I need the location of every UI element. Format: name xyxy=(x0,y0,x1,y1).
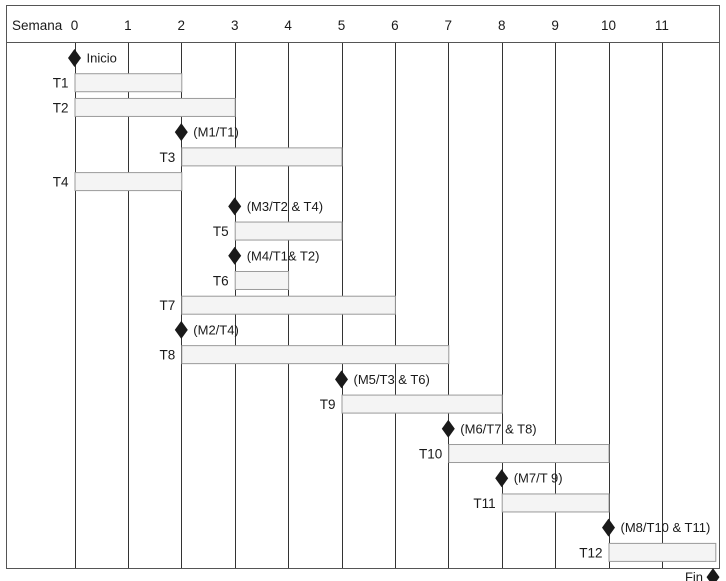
task-label-t4: T4 xyxy=(53,175,69,190)
milestone-diamond-0 xyxy=(68,49,81,67)
milestone-label-21: Fin xyxy=(685,570,703,581)
chart-frame xyxy=(6,5,720,569)
task-bar-t10 xyxy=(448,444,610,464)
task-bar-t2 xyxy=(74,97,236,117)
tick-label-week-5: 5 xyxy=(338,18,346,33)
task-label-t7: T7 xyxy=(160,298,176,313)
task-label-t12: T12 xyxy=(579,545,602,560)
task-bar-t7 xyxy=(181,295,396,315)
tick-label-week-7: 7 xyxy=(445,18,453,33)
task-bar-t5 xyxy=(234,221,343,241)
axis-label-semana: Semana xyxy=(12,18,63,33)
tick-label-week-8: 8 xyxy=(498,18,506,33)
milestone-label-11: (M2/T4) xyxy=(193,322,239,337)
milestone-diamond-11 xyxy=(174,320,188,339)
week-tick-labels: 0 1 2 3 4 5 6 7 8 9 10 11 xyxy=(71,18,669,33)
task-label-t5: T5 xyxy=(213,224,229,239)
task-bar-t6 xyxy=(234,270,290,290)
task-label-t8: T8 xyxy=(160,348,176,363)
task-label-t10: T10 xyxy=(419,447,442,462)
tick-label-week-10: 10 xyxy=(601,18,616,33)
tick-label-week-9: 9 xyxy=(551,18,559,33)
task-bar-t12 xyxy=(608,542,717,562)
tick-label-week-4: 4 xyxy=(284,18,292,33)
tick-label-week-0: 0 xyxy=(71,18,79,33)
milestone-label-8: (M4/T1& T2) xyxy=(247,248,320,263)
milestone-label-13: (M5/T3 & T6) xyxy=(354,372,430,387)
milestone-label-19: (M8/T10 & T11) xyxy=(621,520,711,535)
task-label-t9: T9 xyxy=(320,397,336,412)
milestone-diamond-17 xyxy=(495,469,509,488)
milestone-diamond-15 xyxy=(441,419,455,438)
tick-label-week-11: 11 xyxy=(655,18,669,33)
task-bar-t11 xyxy=(501,493,610,513)
tick-label-week-2: 2 xyxy=(178,18,186,33)
milestone-diamond-21 xyxy=(706,568,720,581)
milestone-label-17: (M7/T 9) xyxy=(514,471,563,486)
task-bar-t3 xyxy=(181,147,343,167)
milestone-diamond-8 xyxy=(228,246,242,265)
task-label-t11: T11 xyxy=(473,496,495,511)
milestone-diamond-3 xyxy=(174,123,188,142)
tick-label-week-6: 6 xyxy=(391,18,399,33)
milestone-label-0: Inicio xyxy=(87,51,117,66)
milestone-label-3: (M1/T1) xyxy=(193,125,239,140)
milestone-label-6: (M3/T2 & T4) xyxy=(247,199,323,214)
task-bar-t1 xyxy=(74,73,183,93)
task-label-t6: T6 xyxy=(213,273,229,288)
milestone-label-15: (M6/T7 & T8) xyxy=(460,421,536,436)
milestone-diamond-13 xyxy=(335,370,348,389)
task-bar-t9 xyxy=(341,394,503,414)
task-bar-t4 xyxy=(74,172,183,192)
milestone-diamond-19 xyxy=(602,518,615,537)
task-label-t2: T2 xyxy=(53,100,69,115)
milestone-diamond-6 xyxy=(228,197,242,216)
task-label-t3: T3 xyxy=(160,150,176,165)
task-bar-t8 xyxy=(181,345,450,365)
tick-label-week-3: 3 xyxy=(231,18,239,33)
task-label-t1: T1 xyxy=(53,76,69,91)
tick-label-week-1: 1 xyxy=(124,18,132,33)
